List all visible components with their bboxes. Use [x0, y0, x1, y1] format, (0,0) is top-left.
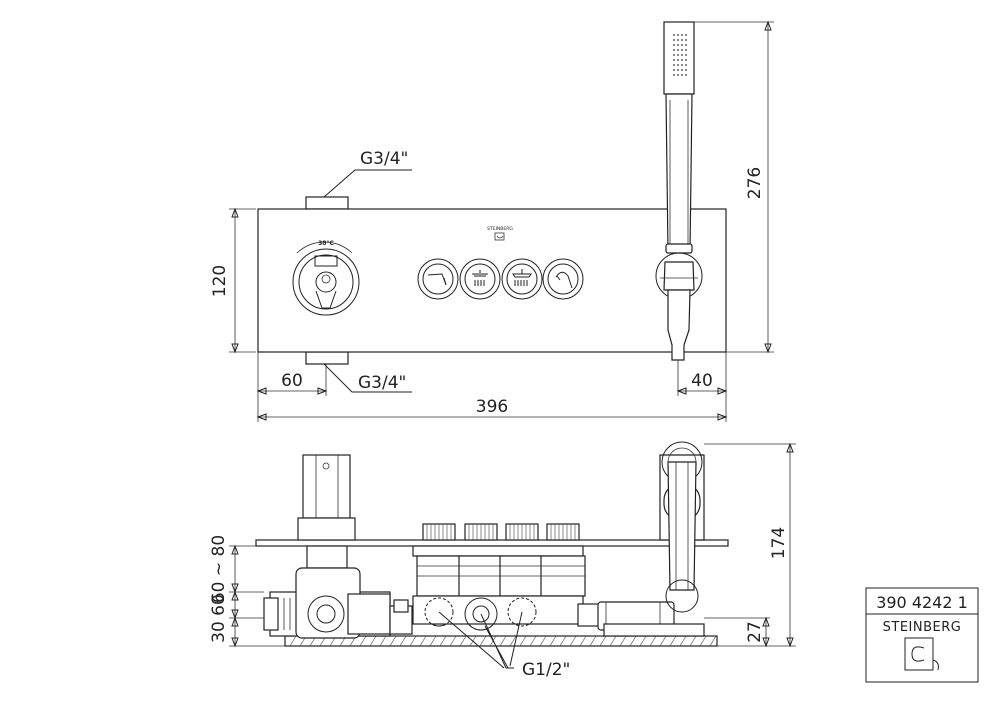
spout-icon	[443, 277, 447, 286]
depth-mid-label: 60	[209, 594, 229, 616]
shower-head-icon	[472, 273, 488, 277]
inlet-stub-top	[305, 196, 349, 210]
temperature-label: 38°C	[318, 240, 334, 247]
thread-bottom-label: G3/4"	[358, 373, 406, 393]
rain-shower-icon	[512, 273, 532, 278]
front-view: 38°C STEINBERG	[210, 20, 774, 422]
spray-nozzles	[673, 34, 687, 76]
brand-name: STEINBERG	[883, 620, 962, 635]
depth-total-label: 174	[769, 527, 789, 559]
brand-logo-icon	[904, 637, 939, 671]
hand-shower	[655, 21, 703, 361]
offset-right-label: 40	[691, 371, 713, 391]
diverter-3	[499, 523, 545, 627]
title-block: 390 4242 1 STEINBERG	[865, 587, 979, 683]
plate-logo: STEINBERG	[487, 226, 513, 241]
button-hand-shower	[542, 258, 584, 300]
hand-shower-head	[663, 21, 695, 95]
height-handshower-label: 276	[745, 167, 765, 199]
hand-shower-connection	[597, 441, 705, 637]
thermostat-body	[263, 567, 391, 639]
depth-right-label: 27	[745, 621, 765, 643]
wall-plate-section	[255, 539, 729, 547]
offset-left-label: 60	[281, 371, 303, 391]
thermostat-knob: 38°C	[292, 240, 360, 316]
height-plate-label: 120	[210, 265, 230, 297]
depth-min-label: 30	[209, 621, 229, 643]
thermostat-cartridge	[302, 454, 351, 519]
thread-top-label: G3/4"	[360, 149, 408, 169]
button-tub-spout	[417, 258, 459, 300]
total-width-label: 396	[476, 397, 508, 417]
inlet-stub-bottom	[305, 351, 349, 365]
hand-shower-icon	[555, 271, 573, 289]
button-shower	[459, 258, 501, 300]
plate-brand-label: STEINBERG	[487, 226, 513, 232]
diverter-4	[540, 523, 586, 597]
side-view: G1/2" 60 ~ 80 30 60 174 27	[209, 441, 796, 680]
diverter-valves	[412, 523, 601, 631]
button-rain-shower	[501, 258, 543, 300]
mounting-base	[284, 635, 718, 647]
thread-outlets-label: G1/2"	[522, 660, 570, 680]
function-buttons	[417, 258, 584, 300]
depth-adjust-label: 60 ~ 80	[209, 535, 229, 603]
hose-outlet	[667, 289, 691, 361]
article-number: 390 4242 1	[876, 593, 968, 612]
